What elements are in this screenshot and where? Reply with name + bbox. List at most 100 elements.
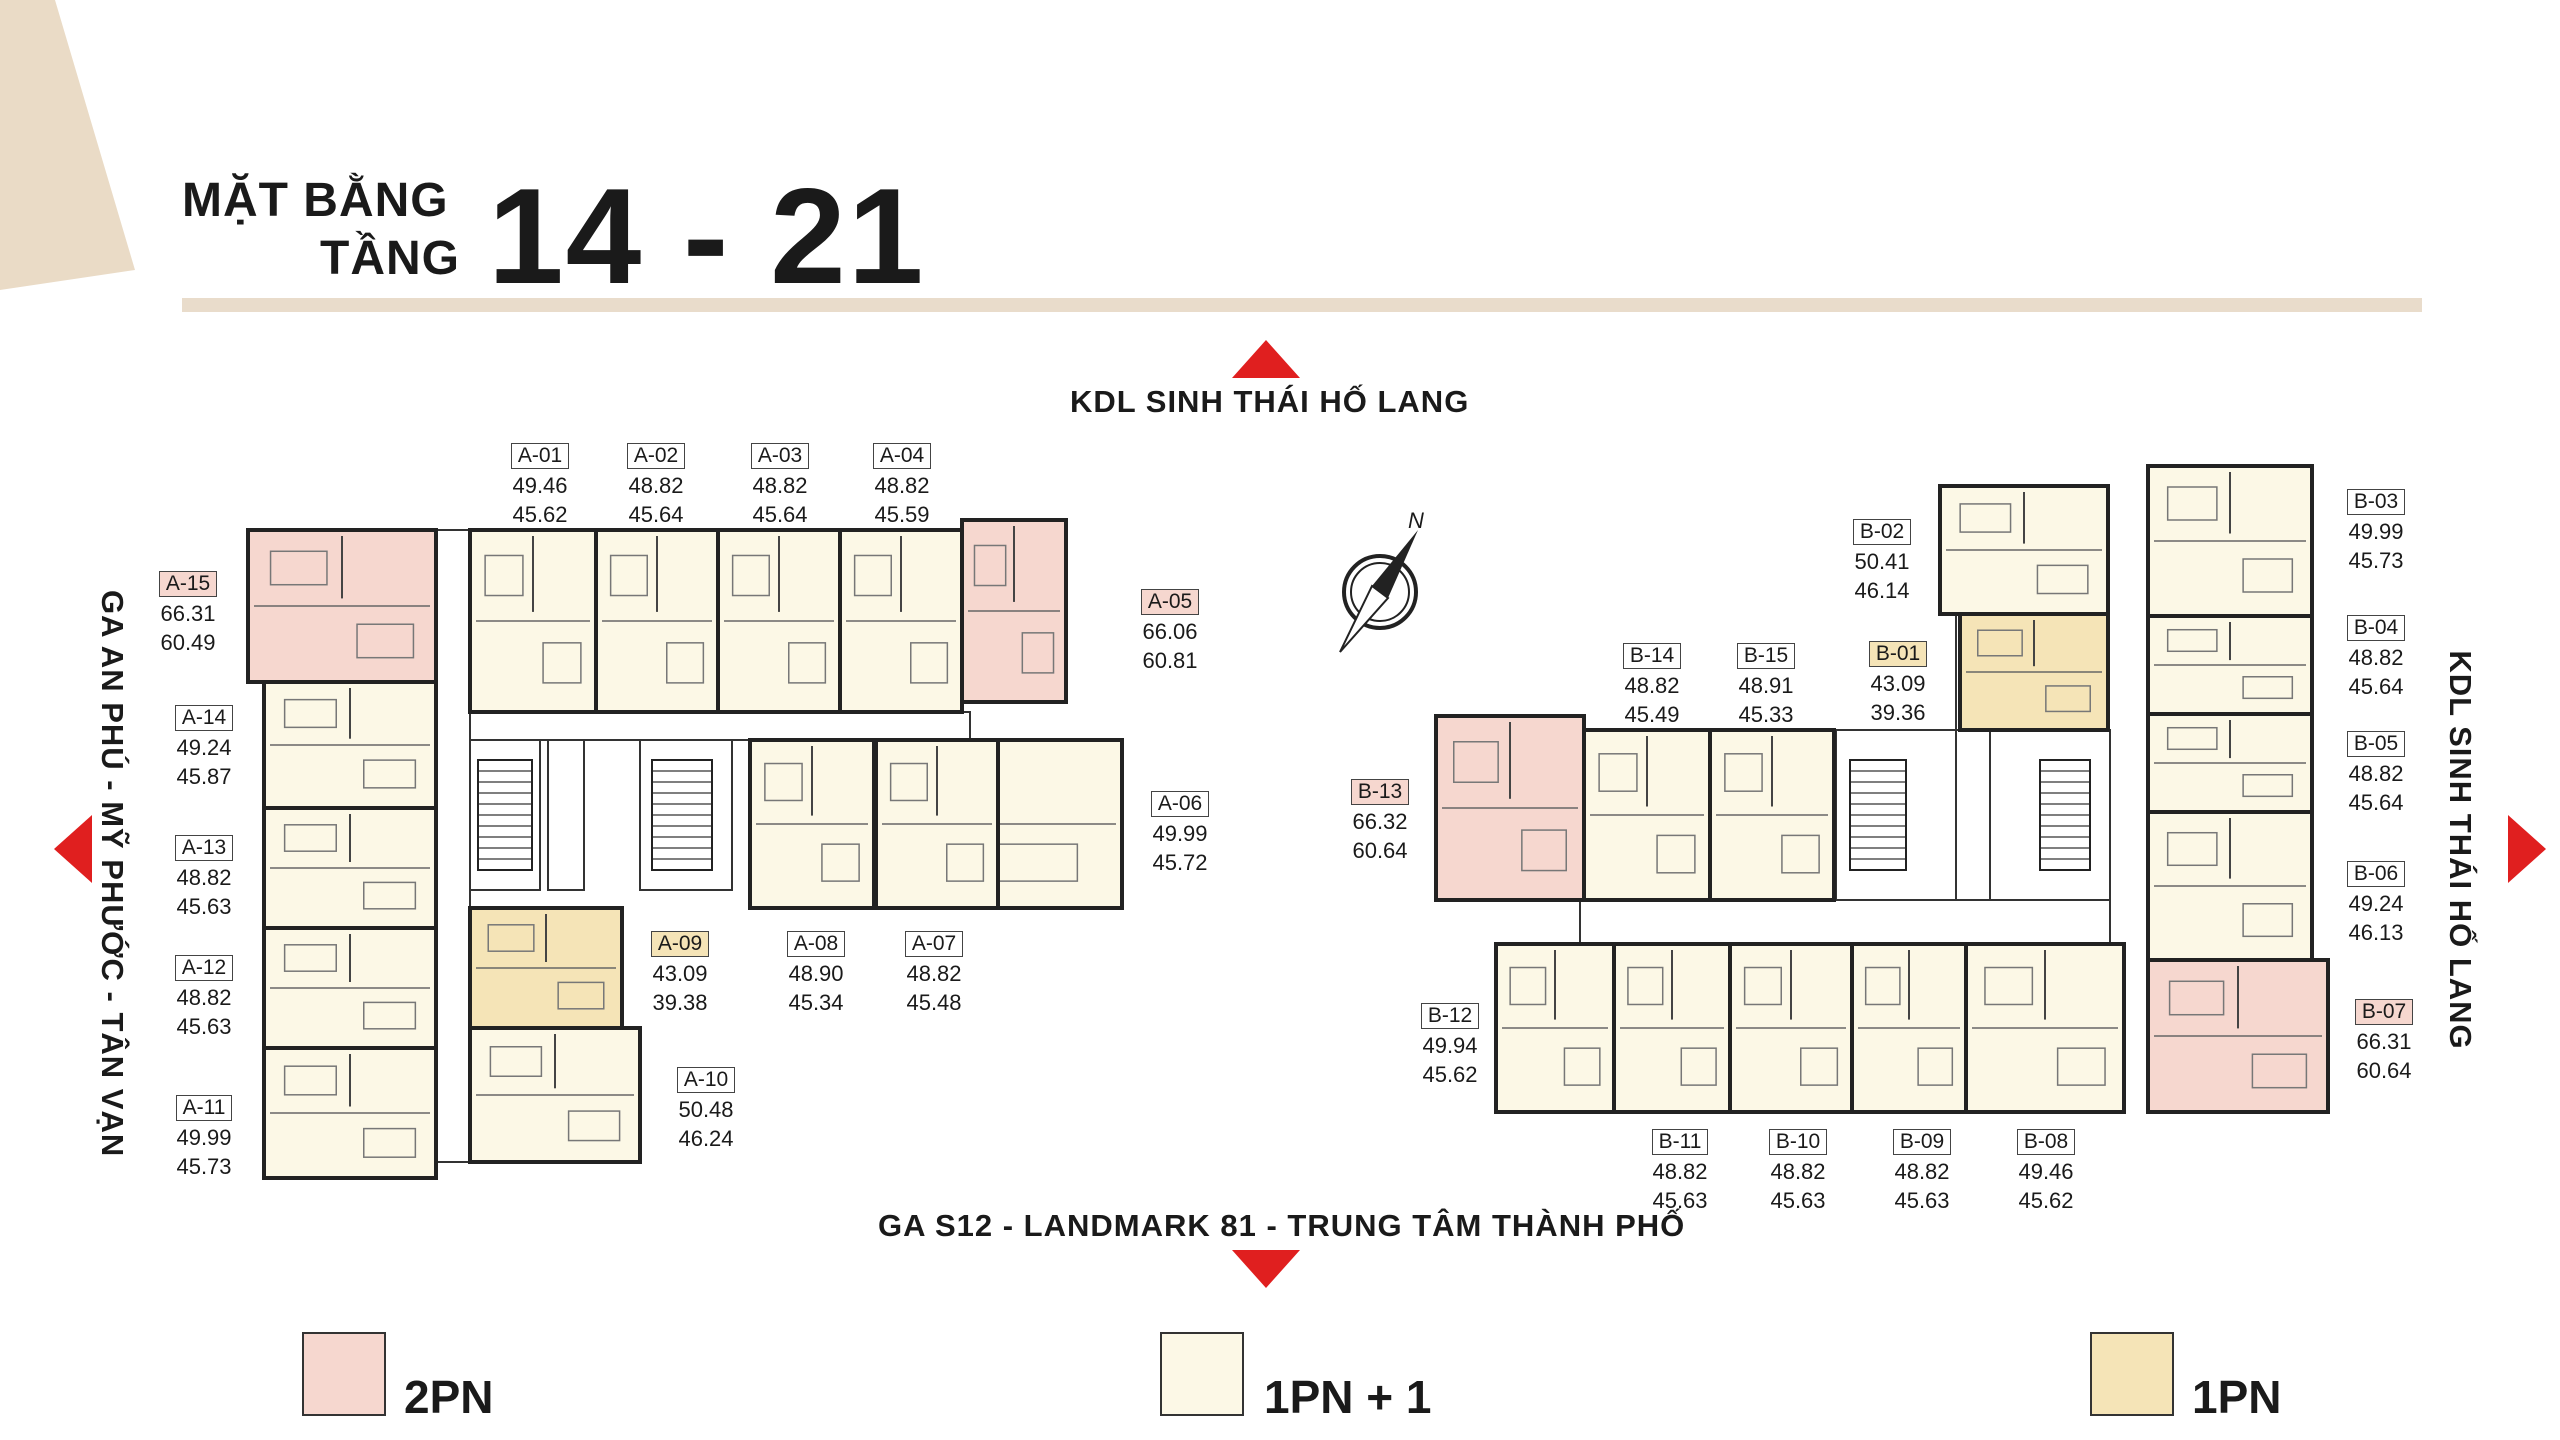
unit-area-net: 39.36 — [1870, 700, 1926, 725]
unit-area-net: 45.87 — [176, 764, 232, 789]
unit-area-net: 45.34 — [788, 990, 844, 1015]
unit-a-10 — [468, 1026, 642, 1164]
unit-area-net: 46.13 — [2348, 920, 2404, 945]
unit-a-08 — [748, 738, 876, 910]
unit-area-gross: 49.46 — [2018, 1159, 2074, 1184]
unit-code: A-08 — [786, 931, 846, 957]
unit-area-gross: 43.09 — [1870, 671, 1926, 696]
unit-area-net: 45.73 — [2348, 548, 2404, 573]
unit-area-gross: 66.06 — [1142, 619, 1198, 644]
unit-a-01 — [468, 528, 598, 714]
unit-a-03 — [716, 528, 842, 714]
unit-area-gross: 66.32 — [1352, 809, 1408, 834]
unit-code: B-03 — [2346, 489, 2406, 515]
unit-label-b-11: B-11 48.82 45.63 — [1634, 1126, 1726, 1215]
unit-code: B-13 — [1350, 779, 1410, 805]
unit-label-b-03: B-03 49.99 45.73 — [2330, 486, 2422, 575]
unit-area-net: 45.59 — [874, 502, 930, 527]
unit-code: A-02 — [626, 443, 686, 469]
unit-area-gross: 66.31 — [160, 601, 216, 626]
direction-top: KDL SINH THÁI HỐ LANG — [1070, 384, 1470, 419]
unit-a-13 — [262, 806, 438, 930]
legend-swatch-1pn-plus-1 — [1160, 1332, 1244, 1416]
legend-swatch-2pn — [302, 1332, 386, 1416]
unit-b-14 — [1582, 728, 1712, 902]
unit-code: A-13 — [174, 835, 234, 861]
unit-b-08 — [1964, 942, 2126, 1114]
unit-a-04 — [838, 528, 964, 714]
unit-code: B-10 — [1768, 1129, 1828, 1155]
unit-area-net: 60.64 — [2356, 1058, 2412, 1083]
unit-a-15 — [246, 528, 438, 684]
unit-area-net: 45.63 — [1894, 1188, 1950, 1213]
unit-area-net: 60.81 — [1142, 648, 1198, 673]
unit-code: B-04 — [2346, 615, 2406, 641]
unit-area-gross: 49.99 — [1152, 821, 1208, 846]
unit-code: B-07 — [2354, 999, 2414, 1025]
unit-area-net: 45.49 — [1624, 702, 1680, 727]
unit-b-07 — [2146, 958, 2330, 1114]
unit-label-b-12: B-12 49.94 45.62 — [1404, 1000, 1496, 1089]
unit-area-net: 45.63 — [1652, 1188, 1708, 1213]
unit-code: A-05 — [1140, 589, 1200, 615]
unit-area-net: 45.64 — [752, 502, 808, 527]
unit-code: B-12 — [1420, 1003, 1480, 1029]
unit-area-net: 45.64 — [628, 502, 684, 527]
unit-area-gross: 48.90 — [788, 961, 844, 986]
unit-area-gross: 49.99 — [2348, 519, 2404, 544]
unit-b-09 — [1850, 942, 1968, 1114]
unit-area-net: 45.33 — [1738, 702, 1794, 727]
unit-code: A-14 — [174, 705, 234, 731]
unit-area-gross: 48.91 — [1738, 673, 1794, 698]
unit-area-gross: 50.41 — [1854, 549, 1910, 574]
unit-area-net: 45.62 — [512, 502, 568, 527]
unit-area-gross: 48.82 — [176, 865, 232, 890]
unit-a-12 — [262, 926, 438, 1050]
unit-code: A-11 — [175, 1095, 233, 1121]
unit-label-a-08: A-08 48.90 45.34 — [770, 928, 862, 1017]
direction-bottom: GA S12 - LANDMARK 81 - TRUNG TÂM THÀNH P… — [878, 1208, 1686, 1243]
title-rule — [182, 298, 2422, 312]
unit-label-b-07: B-07 66.31 60.64 — [2338, 996, 2430, 1085]
unit-area-gross: 48.82 — [752, 473, 808, 498]
unit-code: B-14 — [1622, 643, 1682, 669]
unit-area-gross: 48.82 — [1624, 673, 1680, 698]
unit-a-05 — [960, 518, 1068, 704]
unit-a-07 — [874, 738, 1000, 910]
legend-swatch-1pn — [2090, 1332, 2174, 1416]
unit-area-gross: 48.82 — [1652, 1159, 1708, 1184]
unit-area-gross: 49.24 — [176, 735, 232, 760]
unit-code: A-12 — [174, 955, 234, 981]
unit-area-net: 46.14 — [1854, 578, 1910, 603]
unit-a-09 — [468, 906, 624, 1030]
unit-area-gross: 49.94 — [1422, 1033, 1478, 1058]
unit-area-gross: 49.24 — [2348, 891, 2404, 916]
unit-code: B-08 — [2016, 1129, 2076, 1155]
unit-code: A-15 — [158, 571, 218, 597]
unit-label-a-14: A-14 49.24 45.87 — [158, 702, 250, 791]
unit-code: A-01 — [510, 443, 570, 469]
unit-code: B-09 — [1892, 1129, 1952, 1155]
unit-b-01 — [1958, 612, 2110, 732]
legend-label-1pn-plus-1: 1PN + 1 — [1264, 1371, 1432, 1423]
unit-area-net: 39.38 — [652, 990, 708, 1015]
unit-b-12 — [1494, 942, 1616, 1114]
unit-area-net: 45.62 — [1422, 1062, 1478, 1087]
compass-label: N — [1408, 508, 1424, 533]
unit-b-10 — [1728, 942, 1854, 1114]
unit-area-net: 45.64 — [2348, 674, 2404, 699]
unit-area-gross: 50.48 — [678, 1097, 734, 1122]
unit-area-gross: 43.09 — [652, 961, 708, 986]
unit-area-gross: 66.31 — [2356, 1029, 2412, 1054]
unit-code: B-11 — [1651, 1129, 1709, 1155]
